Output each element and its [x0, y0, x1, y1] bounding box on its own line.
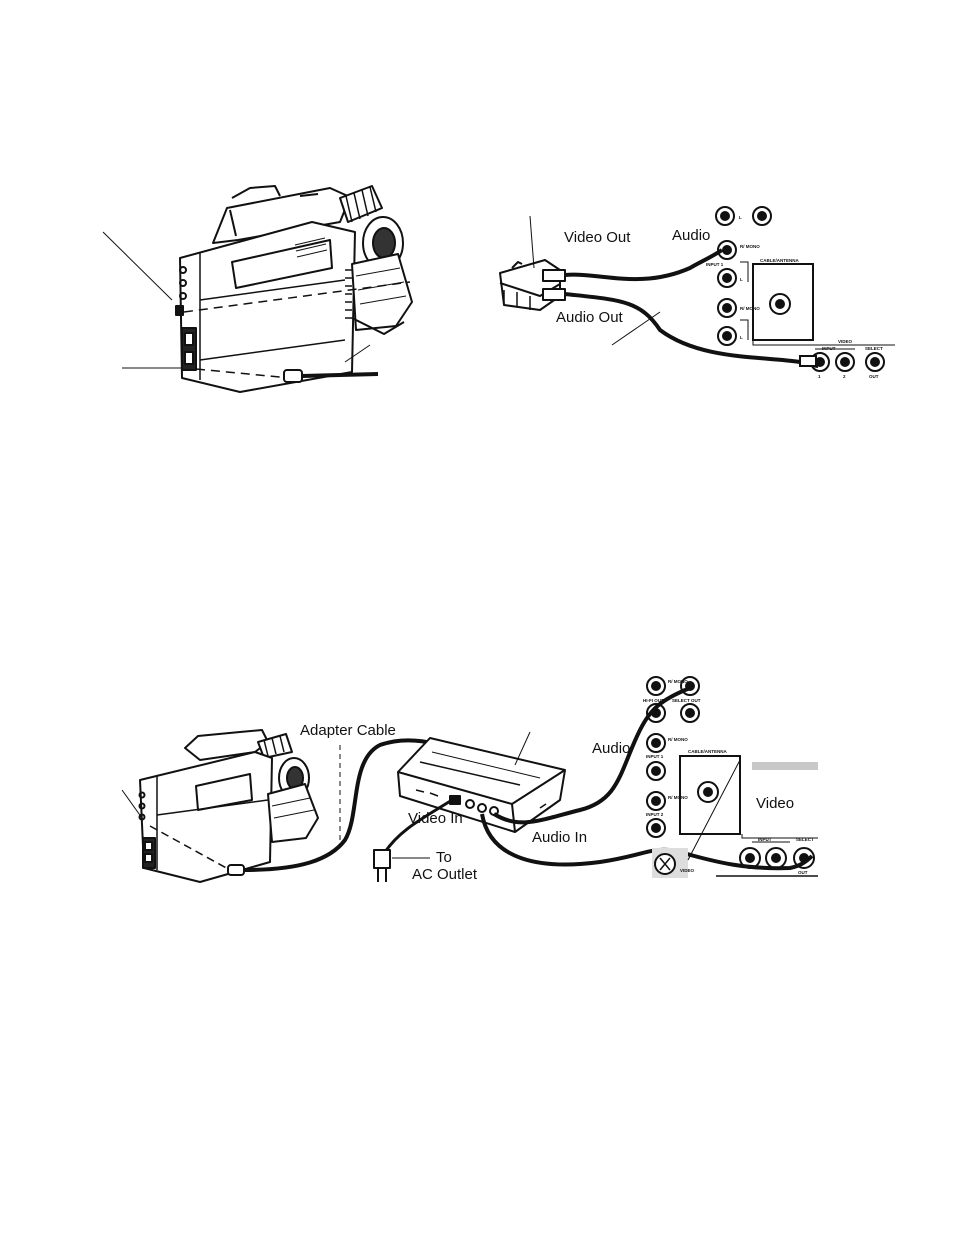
label-audio-in: Audio In [532, 830, 587, 846]
panel-b-input: INPUT [758, 837, 772, 842]
panel-r-mono-1: R/ MONO [740, 244, 760, 249]
label-video-in: Video In [408, 811, 463, 827]
top-adapter-illustration [500, 216, 818, 366]
panel-b-video-word: VIDEO [680, 868, 695, 873]
panel-b-input-1: INPUT 1 [646, 754, 664, 759]
panel-b-r-mono-b: R/ MONO [668, 737, 688, 742]
panel-b-r-mono-a: R/ MONO [668, 679, 688, 684]
label-to: To [436, 850, 452, 866]
panel-input-1: INPUT 1 [706, 262, 724, 267]
panel-b-out: OUT [798, 870, 808, 875]
panel-r-mono-2: R/ MONO [740, 306, 760, 311]
panel-cable-antenna: CABLE/ANTENNA [760, 258, 799, 263]
panel-out: OUT [869, 374, 879, 379]
panel-b-select: SELECT [796, 837, 814, 842]
label-ac-outlet: AC Outlet [412, 867, 477, 883]
panel-b-hifi-out: HI-FI OUT [643, 698, 664, 703]
panel-video: VIDEO [838, 339, 853, 344]
panel-b-select-out: SELECT OUT [672, 698, 701, 703]
panel-n1: 1 [818, 374, 821, 379]
panel-b-cable-antenna: CABLE/ANTENNA [688, 749, 727, 754]
label-audio-bottom: Audio [592, 741, 630, 757]
label-audio-out: Audio Out [556, 310, 623, 326]
panel-n2: 2 [843, 374, 846, 379]
panel-l-1: L [740, 277, 743, 282]
label-video-out: Video Out [564, 230, 630, 246]
panel-select: SELECT [865, 346, 883, 351]
panel-l-2: L [740, 335, 743, 340]
bottom-tv-panel [647, 677, 818, 878]
panel-b-input-2: INPUT 2 [646, 812, 664, 817]
label-audio-top: Audio [672, 228, 710, 244]
label-adapter-cable: Adapter Cable [300, 723, 396, 739]
label-video-bottom: Video [756, 796, 794, 812]
panel-input: INPUT [822, 346, 836, 351]
panel-l-top: L [739, 215, 742, 220]
panel-b-r-mono-c: R/ MONO [668, 795, 688, 800]
top-camcorder-illustration [103, 186, 412, 392]
